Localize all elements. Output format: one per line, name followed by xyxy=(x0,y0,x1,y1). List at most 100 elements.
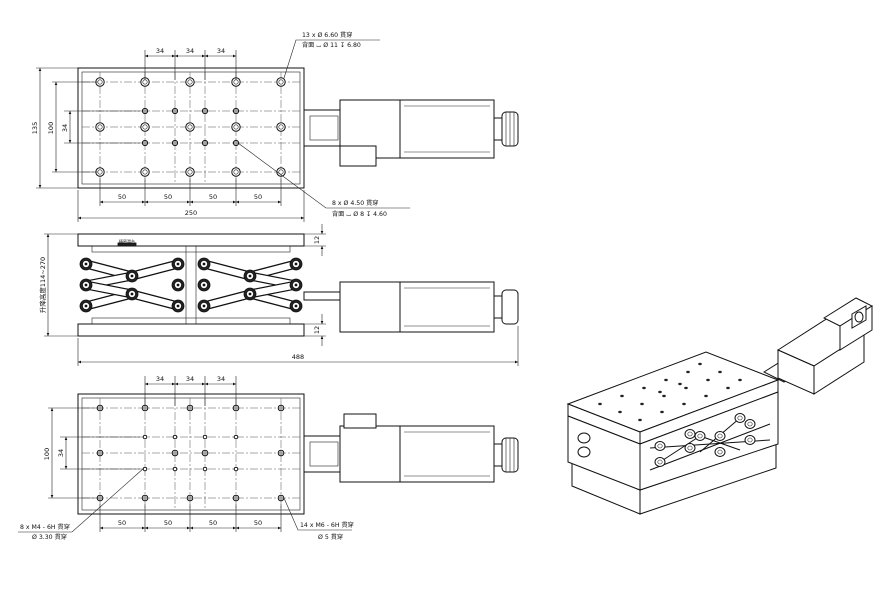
bottom-threaded-holes xyxy=(96,404,285,502)
threaded-hole-m6 xyxy=(277,404,285,412)
iso-hole xyxy=(618,410,622,414)
right-callout: 14 x M6 - 6H 貫穿 xyxy=(300,521,354,529)
bottom-spacing-label: 50 xyxy=(164,519,172,527)
iso-hole xyxy=(678,382,682,386)
through-holes-leader xyxy=(283,39,380,79)
iso-hole xyxy=(640,402,644,406)
bottom-height-inner-label: 34 xyxy=(57,449,65,457)
iso-hole xyxy=(684,386,688,390)
inner-hole xyxy=(201,139,209,147)
iso-hole xyxy=(686,370,690,374)
through-hole xyxy=(185,77,195,87)
threaded-hole-m4 xyxy=(172,466,178,472)
bottom-pitch-label: 34 xyxy=(156,375,164,383)
top-pitch-label: 34 xyxy=(217,47,225,55)
side-top-plate xyxy=(77,233,305,247)
iso-hole xyxy=(664,378,668,382)
bottom-spacing-label: 50 xyxy=(254,519,262,527)
bottom-plate-outline xyxy=(77,393,305,515)
bottom-pitch-label: 34 xyxy=(217,375,225,383)
through-hole xyxy=(185,167,195,177)
top-plate-thickness: 12 xyxy=(313,236,321,244)
iso-hole xyxy=(642,386,646,390)
top-view: 34 34 34 135 100 34 50 50 50 50 250 xyxy=(31,31,519,222)
spacing-label: 50 xyxy=(164,193,172,201)
iso-roller xyxy=(744,419,756,429)
iso-roller xyxy=(694,431,706,441)
through-holes-callout-2: 背面 ⌴ Ø 11 ↧ 6.80 xyxy=(302,41,361,49)
through-hole xyxy=(231,167,241,177)
inner-hole xyxy=(141,107,149,115)
bottom-motor xyxy=(303,413,519,483)
through-hole xyxy=(231,122,241,132)
height-total-label: 135 xyxy=(31,122,39,134)
bottom-spacing-label: 50 xyxy=(118,519,126,527)
inner-hole xyxy=(171,139,179,147)
left-callout: 8 x M4 - 6H 貫穿 xyxy=(20,523,70,531)
nameplate-text: 精密滑台 xyxy=(119,238,135,244)
bottom-height-mid-label: 100 xyxy=(43,448,51,460)
threaded-hole-m6 xyxy=(171,449,179,457)
threaded-hole-m6 xyxy=(232,404,240,412)
inner-hole xyxy=(232,139,240,147)
scissor-mechanism xyxy=(79,257,303,313)
threaded-hole-m4 xyxy=(172,434,178,440)
side-view: 精密滑台 升降高度114~270 12 12 488 xyxy=(38,224,519,366)
length-label: 250 xyxy=(185,209,197,217)
spacing-label: 50 xyxy=(254,193,262,201)
top-pitch-label: 34 xyxy=(186,47,194,55)
threaded-hole-m6 xyxy=(186,404,194,412)
through-hole xyxy=(185,122,195,132)
threaded-hole-m6 xyxy=(141,494,149,502)
threaded-hole-m4 xyxy=(202,466,208,472)
iso-hole xyxy=(660,410,664,414)
top-through-holes xyxy=(95,77,286,177)
through-holes-callout: 13 x Ø 6.60 貫穿 xyxy=(302,31,352,39)
threaded-hole-m6 xyxy=(277,449,285,457)
stroke-label: 升降高度114~270 xyxy=(38,257,47,313)
through-hole xyxy=(276,122,286,132)
top-pitch-label: 34 xyxy=(156,47,164,55)
iso-hole xyxy=(682,402,686,406)
height-inner-label: 34 xyxy=(61,124,69,132)
inner-hole xyxy=(201,107,209,115)
iso-roller xyxy=(734,413,746,423)
iso-hole xyxy=(662,394,666,398)
side-bottom-plate xyxy=(77,323,305,337)
overall-length-label: 488 xyxy=(292,353,304,361)
iso-rollers xyxy=(654,413,756,467)
iso-roller xyxy=(654,441,666,451)
spacing-label: 50 xyxy=(209,193,217,201)
nameplate xyxy=(117,242,137,247)
iso-hole xyxy=(704,394,708,398)
threaded-hole-m6 xyxy=(201,449,209,457)
threaded-hole-m4 xyxy=(233,434,239,440)
iso-hole xyxy=(658,390,662,394)
inner-holes-callout: 8 x Ø 4.50 貫穿 xyxy=(332,199,379,207)
threaded-hole-m6 xyxy=(96,449,104,457)
through-hole xyxy=(95,122,105,132)
threaded-hole-m4 xyxy=(233,466,239,472)
through-hole xyxy=(140,122,150,132)
iso-hole xyxy=(698,362,702,366)
iso-hole xyxy=(598,402,602,406)
threaded-hole-m6 xyxy=(141,404,149,412)
inner-holes-leader xyxy=(237,142,410,209)
iso-roller xyxy=(714,447,726,457)
iso-roller xyxy=(714,431,726,441)
threaded-hole-m6 xyxy=(186,494,194,502)
iso-hole xyxy=(726,386,730,390)
iso-hole xyxy=(718,370,722,374)
threaded-hole-m4 xyxy=(142,466,148,472)
iso-top-holes xyxy=(598,362,742,422)
iso-roller xyxy=(744,435,756,445)
top-motor xyxy=(303,99,519,167)
spacing-label: 50 xyxy=(118,193,126,201)
iso-motor xyxy=(762,297,874,395)
threaded-hole-m6 xyxy=(96,494,104,502)
right-callout-2: Ø 5 貫穿 xyxy=(318,533,343,541)
iso-hole xyxy=(738,378,742,382)
inner-hole xyxy=(232,107,240,115)
bottom-pitch-label: 34 xyxy=(186,375,194,383)
